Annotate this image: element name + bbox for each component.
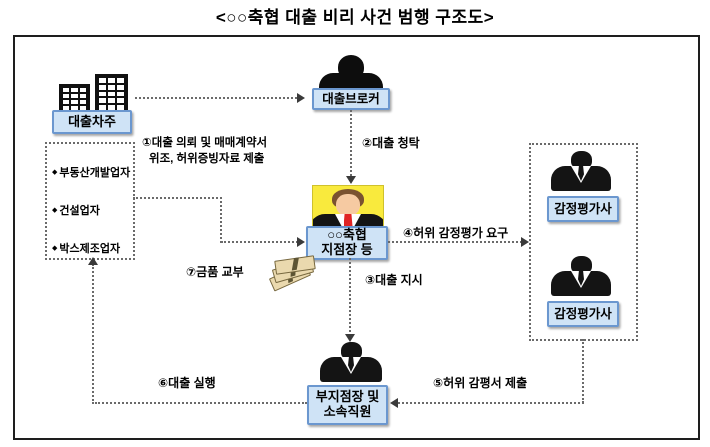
branch-manager-label: ○○축협 지점장 등 [306, 226, 388, 260]
appraiser-head [570, 151, 592, 169]
deputy-line2: 소속직원 [323, 404, 372, 419]
appraiser2-label-text: 감정평가사 [554, 307, 612, 321]
step4-label: ④허위 감정평가 요구 [403, 226, 509, 240]
arrowhead-down [346, 176, 356, 184]
step7-label: ⑦금품 교부 [186, 265, 244, 279]
connector-manager-appraisers [388, 241, 522, 243]
arrowhead-left [390, 398, 398, 408]
borrower-type-1: 부동산개발업자 [59, 167, 131, 179]
suit-person-icon [551, 151, 611, 195]
deputy-label: 부지점장 및 소속직원 [307, 385, 388, 425]
bullet-icon: ◆ [52, 207, 58, 214]
appraiser1-label: 감정평가사 [547, 196, 619, 222]
appraiser1-label-text: 감정평가사 [554, 202, 612, 216]
borrower-type-3: 박스제조업자 [59, 243, 121, 255]
step1-line2: 위조, 허위증빙자료 제출 [149, 153, 265, 165]
appraiser-body [551, 271, 611, 296]
list-item: ◆ 부동산개발업자 [52, 164, 130, 180]
deputy-tie [348, 357, 354, 372]
arrowhead-down [345, 334, 355, 342]
building-left-windows [63, 88, 86, 110]
diagram-title: <○○축협 대출 비리 사건 범행 구조도> [215, 8, 495, 27]
bullet-icon: ◆ [52, 245, 58, 252]
connector-types-manager-v [220, 197, 222, 243]
building-right-windows [99, 78, 124, 110]
deputy-body [320, 357, 382, 382]
buildings-icon [57, 74, 131, 114]
arrowhead-up [88, 257, 98, 265]
connector-types-manager-h2 [221, 241, 298, 243]
step6-label: ⑥대출 실행 [158, 376, 216, 390]
connector-borrower-broker [135, 97, 297, 99]
borrower-type-2: 건설업자 [59, 205, 100, 217]
appraiser-body [551, 166, 611, 191]
connector-types-manager-h1 [133, 197, 222, 199]
arrowhead-right [297, 93, 305, 103]
money-bills-icon [266, 255, 316, 292]
connector-appraisers-deputy-v [582, 339, 584, 403]
list-item: ◆ 박스제조업자 [52, 240, 130, 256]
step5-label: ⑤허위 감평서 제출 [433, 376, 528, 390]
suit-person-icon [320, 342, 382, 386]
deputy-head [340, 342, 362, 360]
list-item: ◆ 건설업자 [52, 202, 130, 218]
broker-label-text: 대출브로커 [322, 92, 380, 106]
step2-label: ②대출 청탁 [362, 136, 420, 150]
connector-deputy-types-v [92, 264, 94, 404]
step1-label: ①대출 의뢰 및 매매계약서 위조, 허위증빙자료 제출 [142, 134, 267, 166]
step1-line1: ①대출 의뢰 및 매매계약서 [142, 137, 268, 149]
manager-face [336, 194, 360, 216]
step3-label: ③대출 지시 [365, 273, 423, 287]
appraiser2-label: 감정평가사 [547, 301, 619, 327]
connector-deputy-types-h [95, 402, 307, 404]
connector-broker-manager [350, 110, 352, 176]
borrower-label: 대출차주 [52, 110, 132, 134]
borrower-types-list: ◆ 부동산개발업자 ◆ 건설업자 ◆ 박스제조업자 [52, 164, 130, 256]
arrowhead-right [521, 237, 529, 247]
connector-appraisers-deputy-h [398, 402, 584, 404]
broker-label: 대출브로커 [312, 88, 390, 110]
red-tie-icon [343, 214, 353, 236]
arrowhead-right [297, 237, 305, 247]
bullet-icon: ◆ [52, 169, 58, 176]
branch-manager-line2: 지점장 등 [321, 242, 373, 257]
appraiser-head [570, 256, 592, 274]
deputy-line1: 부지점장 및 [315, 389, 380, 405]
appraiser-tie [578, 271, 584, 286]
borrower-label-text: 대출차주 [68, 113, 116, 129]
branch-manager-line1: ○○축협 [327, 227, 367, 243]
connector-manager-deputy [349, 258, 351, 336]
appraiser-tie [578, 166, 584, 181]
suit-person-icon [551, 256, 611, 300]
